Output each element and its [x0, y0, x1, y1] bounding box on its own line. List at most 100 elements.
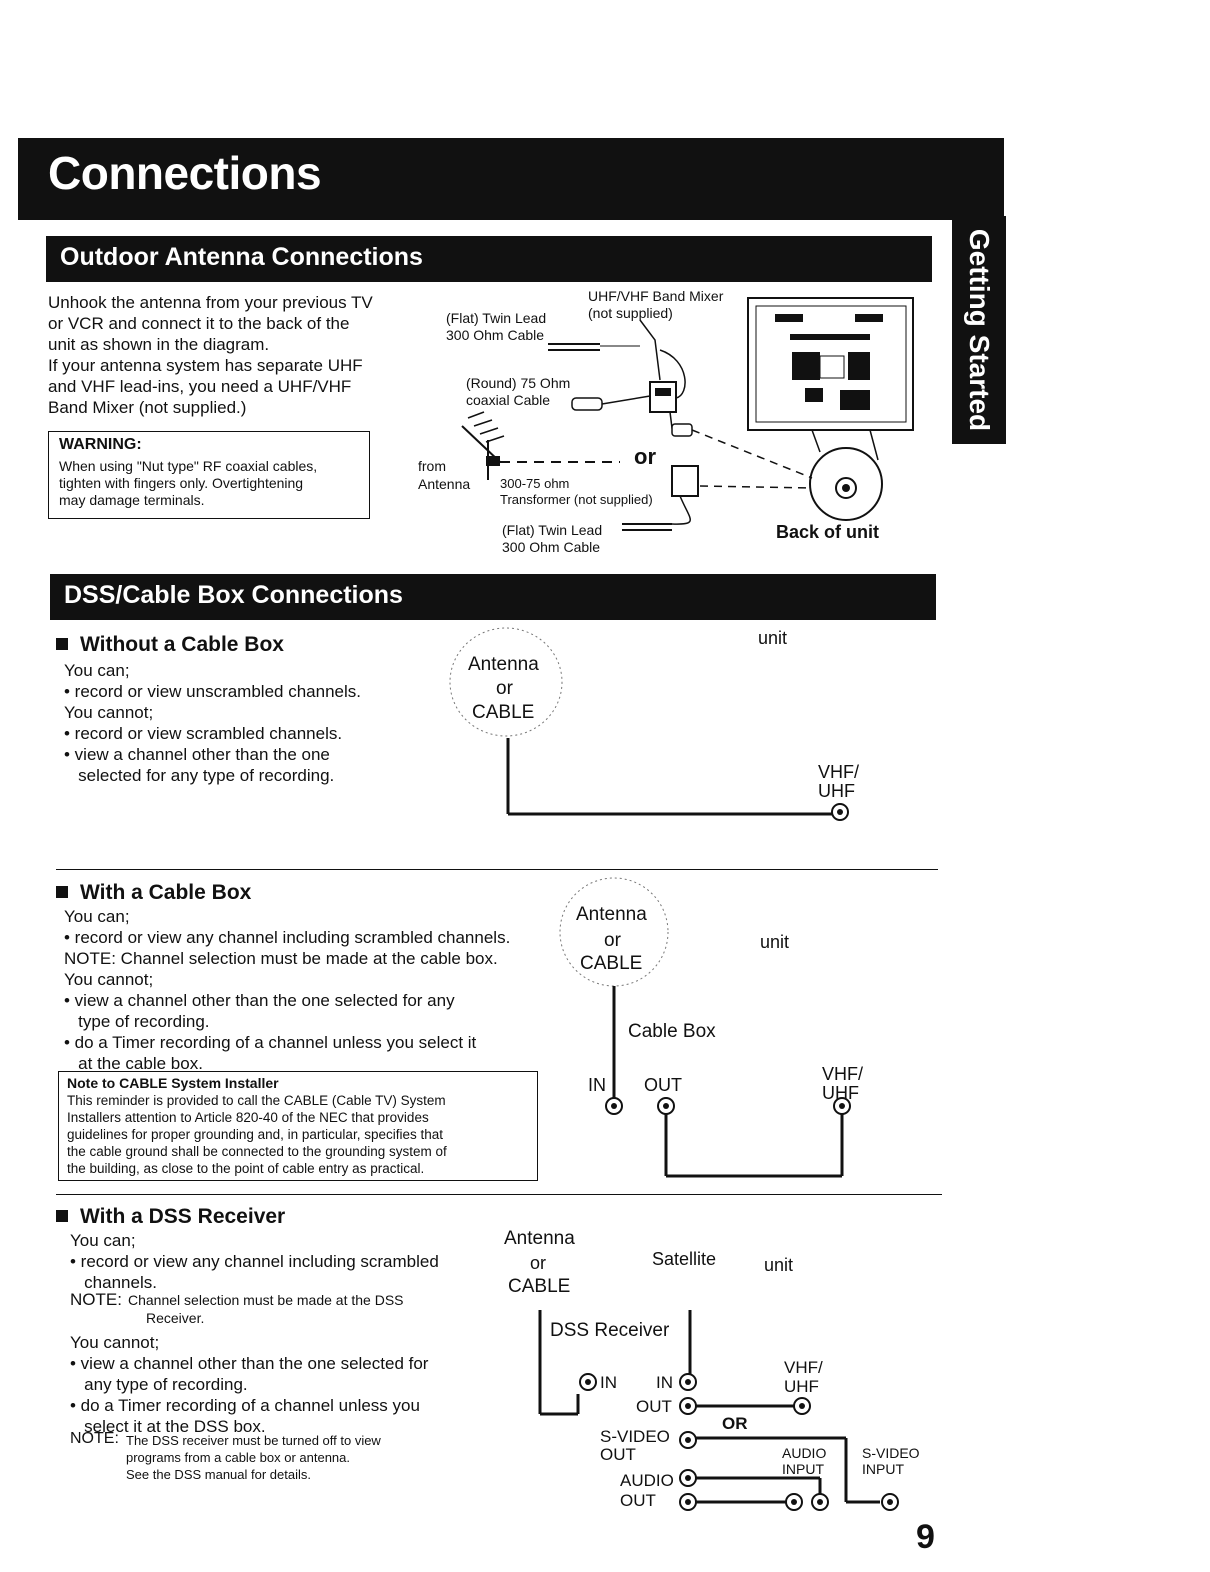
dss-note2-label: NOTE: [70, 1430, 119, 1447]
text-line: You can; [70, 1231, 136, 1250]
outdoor-antenna-heading: Outdoor Antenna Connections [60, 243, 423, 271]
text-line: • view a channel other than the one sele… [64, 991, 455, 1010]
section-side-tab: Getting Started [952, 216, 1006, 444]
text-line: or VCR and connect it to the back of the [48, 314, 350, 333]
text-line: the building, as close to the point of c… [67, 1161, 425, 1176]
dss-receiver-label: DSS Receiver [550, 1320, 670, 1341]
wo-uhf-label: UHF [818, 781, 855, 801]
text-line: programs from a cable box or antenna. [126, 1450, 351, 1465]
text-line: You cannot; [70, 1333, 160, 1352]
dss-audio-out-label-2: OUT [620, 1491, 656, 1510]
text-line: at the cable box. [64, 1054, 203, 1073]
dss-uhf-label: UHF [784, 1377, 819, 1396]
label-flat-twin: (Flat) Twin Lead [446, 310, 547, 326]
warning-title: WARNING: [59, 436, 142, 453]
dss-satellite-label: Satellite [652, 1249, 717, 1269]
dss-in2-label: IN [656, 1373, 673, 1392]
wc-uhf-label: UHF [822, 1083, 859, 1103]
wo-cable-label: CABLE [472, 702, 535, 723]
warning-text: When using "Nut type" RF coaxial cables,… [59, 458, 317, 509]
text-line: Channel selection must be made at the DS… [128, 1292, 404, 1308]
with-dss-text-b: You cannot; • view a channel other than … [70, 1332, 428, 1437]
text-line: The DSS receiver must be turned off to v… [126, 1433, 381, 1448]
page-title: Connections [48, 147, 322, 199]
text-line: Installers attention to Article 820-40 o… [67, 1110, 429, 1125]
with-cable-text: You can; • record or view any channel in… [64, 906, 510, 1074]
text-line: and VHF lead-ins, you need a UHF/VHF [48, 377, 352, 396]
wo-vhf-label: VHF/ [818, 762, 860, 782]
installer-note-box: Note to CABLE System Installer This remi… [58, 1071, 538, 1181]
dss-in1-label: IN [600, 1373, 617, 1392]
without-cable-title: Without a Cable Box [56, 633, 284, 657]
dss-unit-label: unit [764, 1255, 794, 1275]
text-line: unit as shown in the diagram. [48, 335, 270, 354]
text-line: If your antenna system has separate UHF [48, 356, 363, 375]
label-transformer: 300-75 ohm [500, 476, 570, 491]
text-line: Band Mixer (not supplied.) [48, 398, 247, 417]
dss-or-bold-label: OR [722, 1414, 748, 1433]
text-line: • view a channel other than the one sele… [70, 1354, 429, 1373]
text-line: channels. [70, 1273, 157, 1292]
dss-or-label: or [530, 1253, 547, 1273]
label-flat-twin-b-2: 300 Ohm Cable [502, 539, 601, 555]
text-line: When using "Nut type" RF coaxial cables, [59, 458, 318, 474]
text-line: You can; [64, 661, 130, 680]
dss-out-label: OUT [636, 1397, 672, 1416]
divider [56, 1194, 942, 1195]
page-number: 9 [916, 1518, 935, 1556]
dss-cable-heading-bar: DSS/Cable Box Connections [50, 574, 936, 620]
text-line: • record or view any channel including s… [70, 1252, 439, 1271]
label-or: or [634, 444, 656, 469]
without-cable-title-text: Without a Cable Box [80, 633, 284, 656]
installer-note-title: Note to CABLE System Installer [67, 1075, 279, 1091]
with-cable-title: With a Cable Box [56, 881, 251, 905]
label-back-of-unit: Back of unit [776, 522, 880, 542]
bullet-square-icon [56, 1210, 68, 1222]
dss-audio-out-label: AUDIO [620, 1471, 674, 1490]
with-cable-title-text: With a Cable Box [80, 881, 252, 904]
text-line: tighten with fingers only. Overtightenin… [59, 475, 304, 491]
text-line: • do a Timer recording of a channel unle… [64, 1033, 477, 1052]
text-line: You cannot; [64, 970, 154, 989]
with-dss-text-a: You can; • record or view any channel in… [70, 1230, 439, 1293]
installer-note-text: This reminder is provided to call the CA… [67, 1092, 447, 1177]
wo-antenna-label: Antenna [468, 654, 539, 675]
text-line: NOTE: Channel selection must be made at … [64, 949, 498, 968]
dss-cable-label: CABLE [508, 1276, 571, 1297]
wo-unit-label: unit [758, 628, 788, 648]
wc-in-label: IN [588, 1075, 606, 1095]
wc-cable-box-label: Cable Box [628, 1021, 716, 1042]
text-line: any type of recording. [70, 1375, 248, 1394]
with-dss-title: With a DSS Receiver [56, 1205, 285, 1229]
label-mixer-note: (not supplied) [588, 305, 673, 321]
label-transformer-2: Transformer (not supplied) [500, 492, 653, 507]
text-line: You cannot; [64, 703, 154, 722]
label-round-2: coaxial Cable [466, 392, 551, 408]
dss-note1-label: NOTE: [70, 1290, 122, 1309]
label-round: (Round) 75 Ohm [466, 375, 571, 391]
wc-cable-label: CABLE [580, 953, 643, 974]
text-line: • record or view any channel including s… [64, 928, 511, 947]
label-flat-twin-2: 300 Ohm Cable [446, 327, 545, 343]
text-line: guidelines for proper grounding and, in … [67, 1127, 443, 1142]
dss-svideo-input-label-2: INPUT [862, 1461, 904, 1477]
outdoor-paragraph: Unhook the antenna from your previous TV… [48, 292, 418, 418]
text-line: type of recording. [64, 1012, 210, 1031]
wc-out-label: OUT [644, 1075, 682, 1095]
dss-note1-text: Channel selection must be made at the DS… [128, 1291, 404, 1327]
text-line: • record or view scrambled channels. [64, 724, 343, 743]
text-line: • do a Timer recording of a channel unle… [70, 1396, 420, 1415]
dss-vhf-label: VHF/ [784, 1358, 823, 1377]
dss-audio-input-label: AUDIO [782, 1445, 827, 1461]
text-line: may damage terminals. [59, 492, 205, 508]
text-line: You can; [64, 907, 130, 926]
with-dss-title-text: With a DSS Receiver [80, 1205, 286, 1228]
dss-antenna-label: Antenna [504, 1228, 575, 1249]
dss-note2-text: The DSS receiver must be turned off to v… [126, 1432, 381, 1483]
text-line: See the DSS manual for details. [126, 1467, 311, 1482]
text-line: Unhook the antenna from your previous TV [48, 293, 373, 312]
dss-cable-heading: DSS/Cable Box Connections [64, 581, 403, 609]
wo-or-label: or [496, 678, 513, 699]
bullet-square-icon [56, 638, 68, 650]
